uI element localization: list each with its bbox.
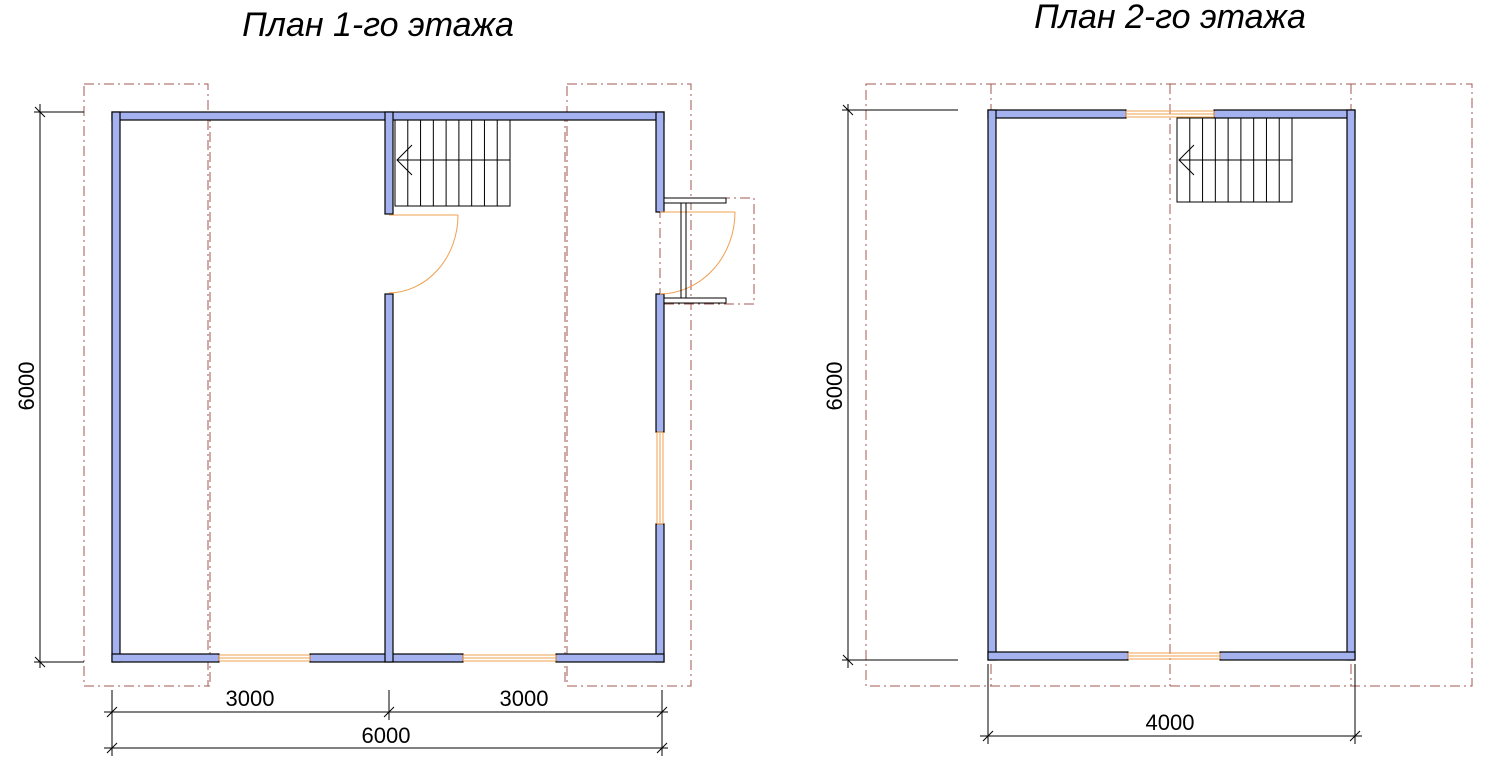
plan-1-stair-box [394, 117, 511, 207]
plan-2-wall-left [987, 109, 997, 661]
plan-2-staircase [1176, 117, 1293, 203]
plan-1-stair-steps [407, 118, 498, 206]
plan-2-title: План 2-го этажа [1034, 0, 1306, 36]
plan-1-dim-height-label: 6000 [14, 362, 39, 411]
plan-1-wall-right-upper [655, 111, 665, 213]
plan-1-walls [111, 111, 665, 663]
plan-1-dim-right-label: 3000 [500, 686, 549, 711]
plan-second-floor: План 2-го этажа [822, 0, 1473, 744]
plan-1-entrance-door [659, 211, 736, 295]
plan-1-staircase [394, 117, 511, 207]
plan-1-window-bottom-left [218, 654, 311, 662]
plan-2-wall-bottom-right [1219, 651, 1356, 661]
plan-2-window-bottom [1127, 652, 1221, 660]
plan-2-dim-total-label: 4000 [1146, 710, 1195, 735]
plan-1-title: План 1-го этажа [242, 6, 514, 44]
plan-1-window-right [656, 431, 664, 525]
plan-1-wall-left [111, 111, 121, 663]
plan-1-porch-outline [659, 197, 755, 305]
plan-2-outlines [865, 83, 1473, 687]
plan-1-wall-bottom-1 [111, 653, 220, 663]
plan-1-wall-right-middle [655, 293, 665, 433]
plan-2-wall-top-left [987, 109, 1127, 119]
plan-1-wall-right-lower [655, 523, 665, 663]
plan-1-wall-partition-upper [384, 111, 394, 215]
plan-2-window-top [1125, 110, 1215, 118]
plan-2-openings [1125, 110, 1221, 660]
plan-2-dim-height-label: 6000 [822, 362, 847, 411]
plan-1-dim-left-label: 3000 [226, 686, 275, 711]
plan-1-openings [218, 197, 736, 662]
plan-1-wall-bottom-3 [555, 653, 665, 663]
plan-1-dimensions: 6000 3000 3000 6000 [14, 104, 668, 756]
plan-1-outlines [83, 83, 755, 687]
plan-2-wall-bottom-left [987, 651, 1129, 661]
plan-2-outer-outline [865, 83, 1473, 687]
plan-2-walls [987, 109, 1356, 661]
plan-2-dimensions: 6000 4000 [822, 104, 1362, 744]
plan-1-dim-total-label: 6000 [362, 723, 411, 748]
plan-1-wall-partition-lower [384, 293, 394, 663]
plan-1-porch-rails [663, 197, 727, 304]
plan-1-window-bottom-right [462, 654, 557, 662]
plan-1-interior-door [388, 214, 459, 294]
plan-1-right-outline [566, 83, 692, 687]
plan-1-left-outline [83, 83, 209, 687]
plan-2-wall-right [1346, 109, 1356, 661]
plan-first-floor: План 1-го этажа [14, 6, 755, 756]
plan-2-wall-top-right [1213, 109, 1356, 119]
